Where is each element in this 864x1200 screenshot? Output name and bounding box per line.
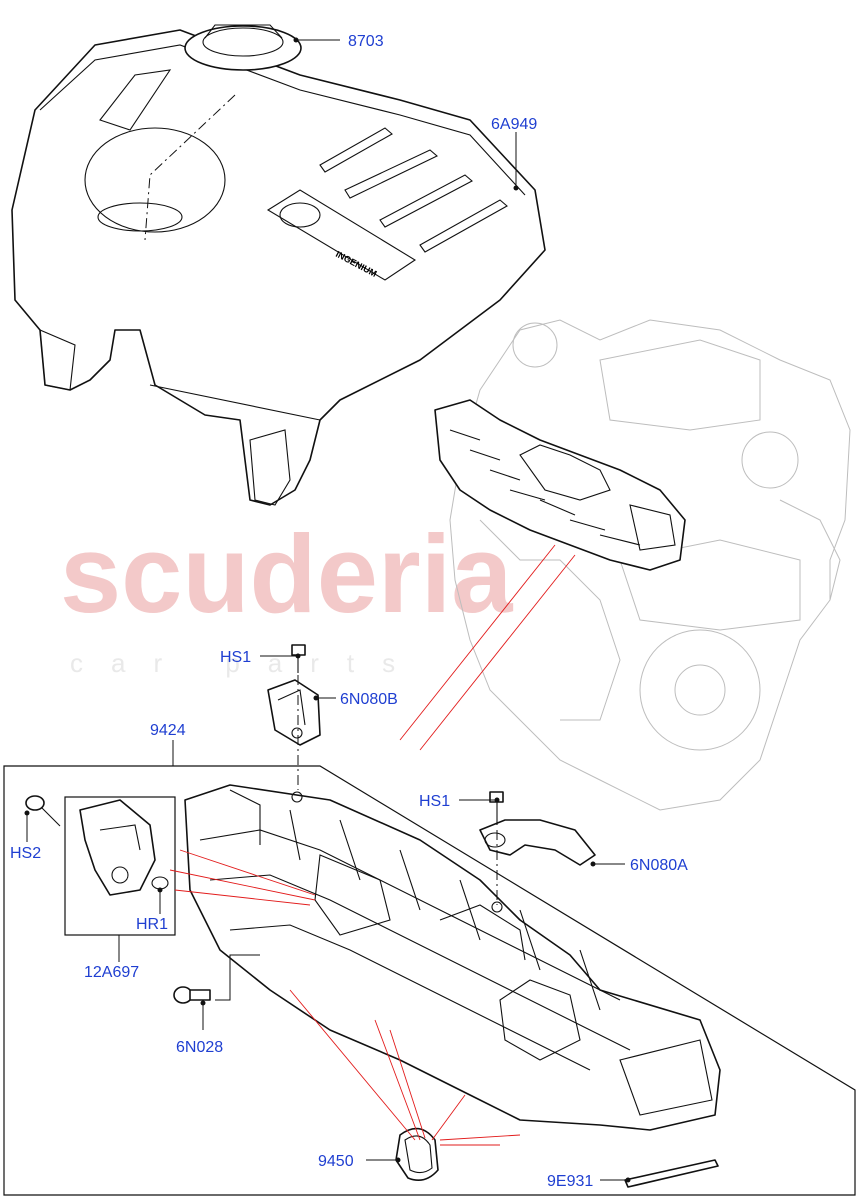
bracket-6N080A bbox=[479, 819, 596, 866]
manifold-assembly-frame bbox=[3, 765, 856, 1196]
engine-cover: INGENIUM bbox=[11, 29, 546, 506]
watermark: scuderia car parts bbox=[60, 513, 513, 678]
installed-manifold bbox=[434, 399, 686, 571]
label-hs1-lower: HS1 bbox=[419, 793, 450, 810]
label-hs1-upper: HS1 bbox=[220, 649, 251, 666]
screw-hs2 bbox=[25, 795, 61, 827]
bracket-6N080B bbox=[267, 679, 321, 746]
red-callouts bbox=[169, 544, 576, 1146]
label-12A697: 12A697 bbox=[84, 964, 139, 981]
gasket-9450 bbox=[395, 1127, 439, 1181]
label-9424: 9424 bbox=[150, 722, 186, 739]
oring-hr1 bbox=[151, 876, 169, 890]
bolt-hs1-lower bbox=[489, 791, 504, 825]
label-6N080A: 6N080A bbox=[630, 857, 688, 874]
leaders bbox=[24, 37, 631, 1183]
watermark-sub: car parts bbox=[70, 648, 423, 678]
label-6N080B: 6N080B bbox=[340, 691, 398, 708]
label-9E931: 9E931 bbox=[547, 1173, 593, 1190]
grommet-8703 bbox=[184, 24, 302, 71]
sensor-12A697 bbox=[79, 799, 156, 896]
label-8703: 8703 bbox=[348, 33, 384, 50]
sensor-frame bbox=[64, 796, 176, 936]
seal-9E931 bbox=[624, 1159, 719, 1188]
label-6N028: 6N028 bbox=[176, 1039, 223, 1056]
label-9450: 9450 bbox=[318, 1153, 354, 1170]
label-6A949: 6A949 bbox=[491, 116, 537, 133]
label-hr1: HR1 bbox=[136, 916, 168, 933]
bolt-6N028 bbox=[173, 986, 211, 1004]
watermark-brand: scuderia bbox=[60, 513, 513, 636]
label-hs2: HS2 bbox=[10, 845, 41, 862]
intake-manifold bbox=[184, 784, 721, 1131]
